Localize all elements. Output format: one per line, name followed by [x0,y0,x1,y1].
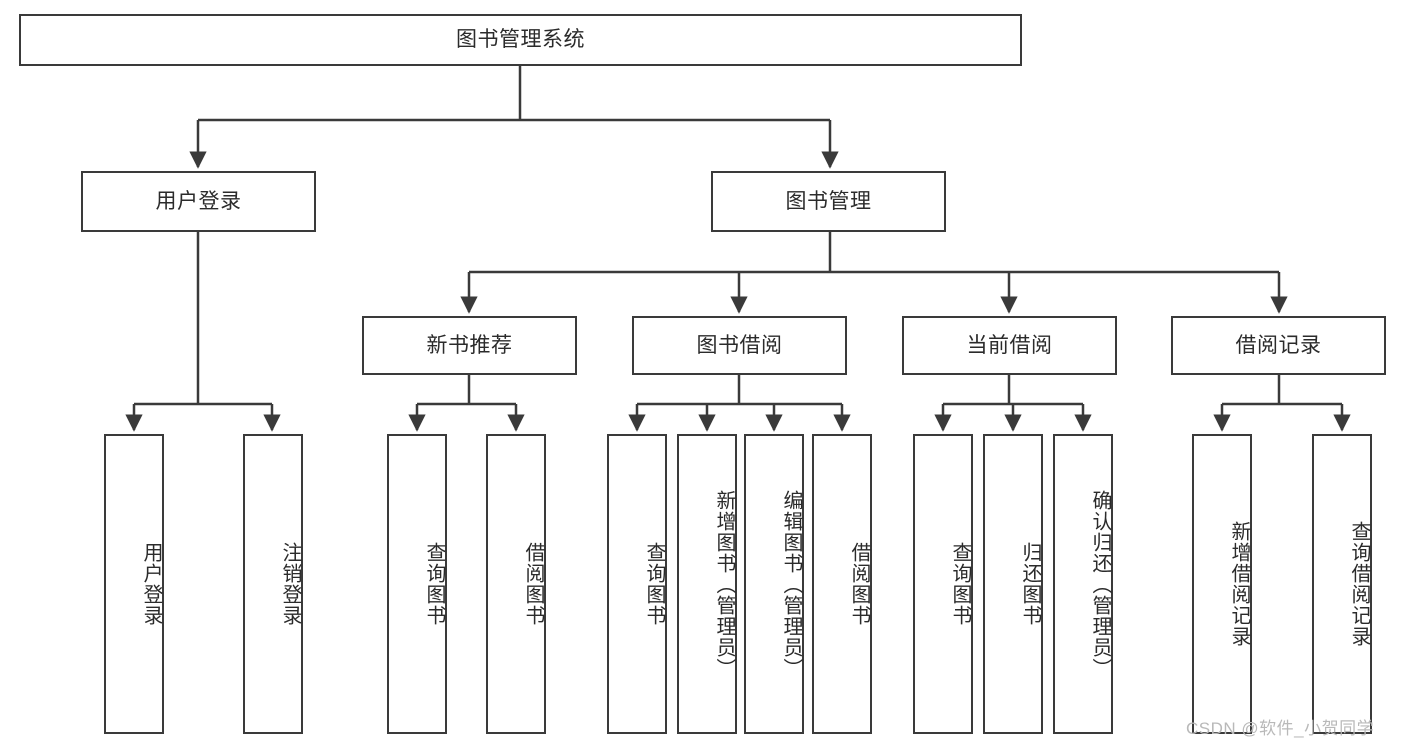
node-label: 用户登录 [155,189,242,213]
node-leaf-add-record[interactable]: 新增借阅记录 [1192,434,1252,734]
node-label: 新增图书（管理员） [713,489,735,679]
node-label: 查询借阅记录 [1348,521,1370,647]
node-book-manage[interactable]: 图书管理 [711,171,946,232]
node-leaf-edit-book[interactable]: 编辑图书（管理员） [744,434,804,734]
node-current-borrow[interactable]: 当前借阅 [902,316,1117,375]
node-label: 借阅图书 [522,542,544,626]
node-label: 注销登录 [279,542,301,626]
node-leaf-query-record[interactable]: 查询借阅记录 [1312,434,1372,734]
node-label: 查询图书 [949,542,971,626]
node-label: 确认归还（管理员） [1089,489,1111,679]
node-label: 图书借阅 [696,333,783,357]
node-leaf-borrow-book-1[interactable]: 借阅图书 [486,434,546,734]
node-root[interactable]: 图书管理系统 [19,14,1022,66]
node-leaf-borrow-book-2[interactable]: 借阅图书 [812,434,872,734]
node-leaf-query-book-3[interactable]: 查询图书 [913,434,973,734]
node-leaf-query-book-2[interactable]: 查询图书 [607,434,667,734]
node-leaf-add-book[interactable]: 新增图书（管理员） [677,434,737,734]
node-label: 当前借阅 [966,333,1053,357]
node-label: 归还图书 [1019,542,1041,626]
node-new-book-rec[interactable]: 新书推荐 [362,316,577,375]
node-label: 新书推荐 [426,333,513,357]
node-leaf-logout[interactable]: 注销登录 [243,434,303,734]
node-label: 借阅记录 [1235,333,1322,357]
node-label: 新增借阅记录 [1228,521,1250,647]
node-label: 用户登录 [140,542,162,626]
node-label: 查询图书 [423,542,445,626]
node-label: 图书管理系统 [456,28,585,52]
node-leaf-confirm-return[interactable]: 确认归还（管理员） [1053,434,1113,734]
watermark: CSDN @软件_小贺同学 [1186,719,1375,738]
node-user-login[interactable]: 用户登录 [81,171,316,232]
node-label: 图书管理 [785,189,872,213]
node-leaf-query-book-1[interactable]: 查询图书 [387,434,447,734]
node-borrow-record[interactable]: 借阅记录 [1171,316,1386,375]
node-label: 编辑图书（管理员） [780,489,802,679]
node-leaf-user-login[interactable]: 用户登录 [104,434,164,734]
node-leaf-return-book[interactable]: 归还图书 [983,434,1043,734]
node-label: 借阅图书 [848,542,870,626]
node-book-borrow[interactable]: 图书借阅 [632,316,847,375]
node-label: 查询图书 [643,542,665,626]
